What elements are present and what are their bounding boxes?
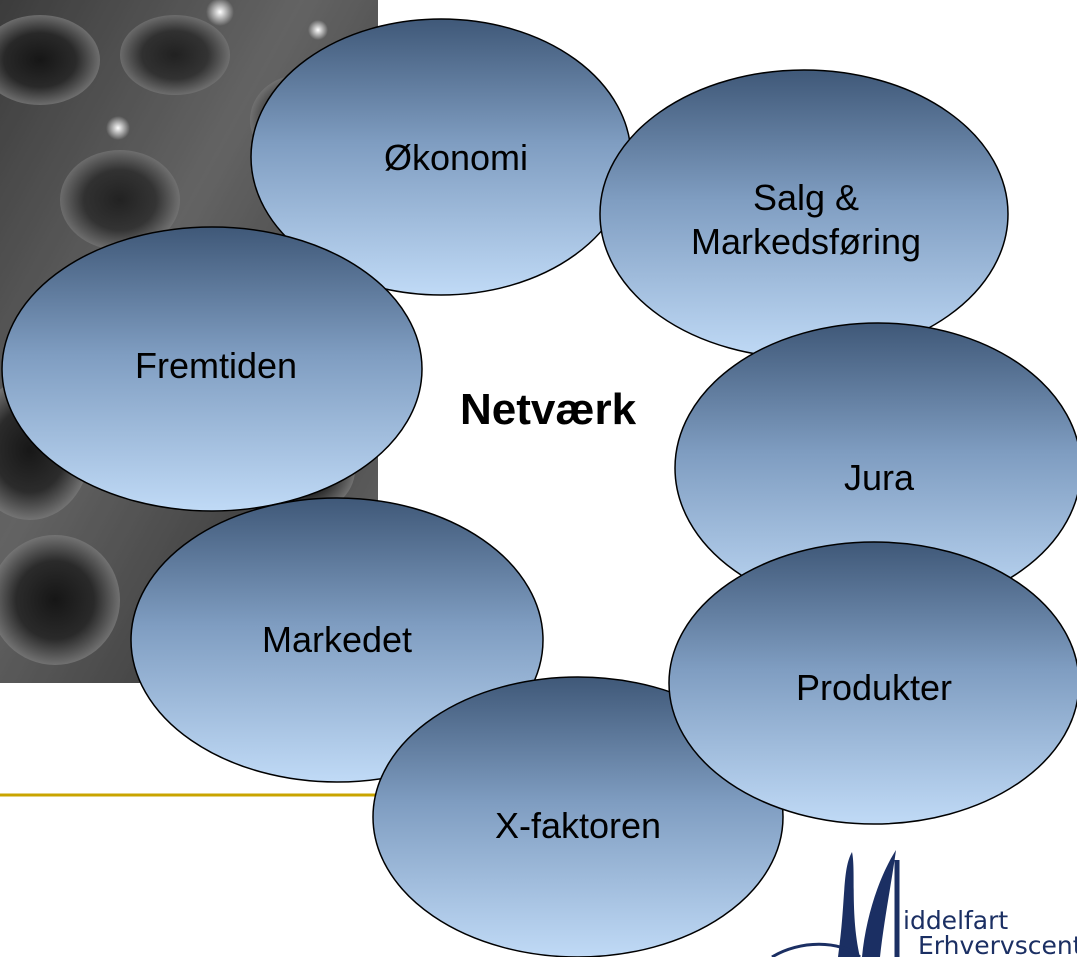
node-label-okonomi: Økonomi: [383, 137, 529, 178]
node-label-markedet: Markedet: [261, 619, 413, 660]
diagram-nodes: [1, 18, 1077, 957]
node-label-salg: Salg & Markedsføring: [690, 177, 922, 262]
oval-x-faktoren: [372, 676, 784, 957]
center-title: Netværk: [459, 385, 637, 434]
node-label-fremtiden: Fremtiden: [134, 345, 298, 386]
oval-produkter: [668, 541, 1077, 825]
node-label-x-faktoren: X-faktoren: [494, 805, 662, 846]
logo-text-line1: iddelfart: [903, 906, 1009, 935]
oval-fremtiden: [1, 226, 423, 512]
logo-mark: [771, 850, 900, 957]
oval-markedet: [130, 497, 544, 783]
node-label-jura: Jura: [843, 457, 915, 498]
node-label-produkter: Produkter: [795, 667, 953, 708]
logo-text-line2: Erhvervscent: [918, 931, 1077, 960]
